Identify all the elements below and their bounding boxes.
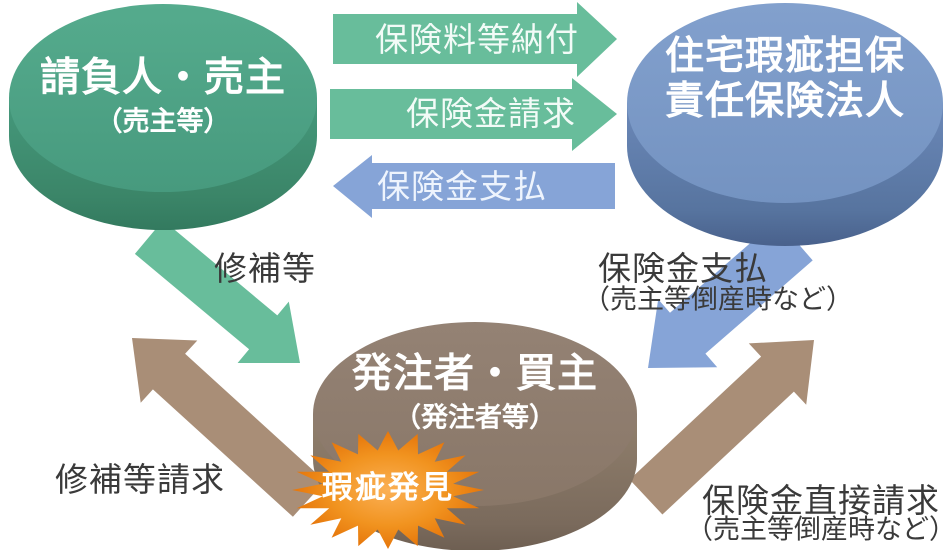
payment-bankruptcy-label: 保険金支払: [598, 249, 768, 289]
direct-claim-arrow: [629, 340, 814, 515]
contractor-label: 請負人・売主: [40, 54, 286, 101]
contractor-node: [9, 4, 317, 230]
defect-burst-label: 瑕疵発見: [322, 470, 454, 507]
payment-arrow: [333, 155, 615, 218]
repair-request-arrow: [132, 338, 326, 517]
payment-bankruptcy-sublabel: （売主等倒産時など）: [583, 284, 853, 316]
insurer-label-group: 住宅瑕疵担保 責任保険法人: [664, 34, 906, 125]
repair-arrow-label: 修補等: [214, 249, 316, 289]
direct-claim-label: 保険金直接請求: [702, 481, 940, 521]
premium-arrow: [333, 2, 617, 77]
insurer-label-line1: 住宅瑕疵担保: [664, 34, 906, 80]
repair-request-label: 修補等請求: [55, 460, 225, 500]
buyer-label-group: 発注者・買主 （発注者等）: [352, 350, 598, 433]
contractor-label-group: 請負人・売主 （売主等）: [40, 54, 286, 137]
payment-arrow-label: 保険金支払: [377, 167, 547, 207]
claim-arrow-label: 保険金請求: [406, 94, 576, 134]
payment-bankruptcy-arrow: [648, 219, 813, 368]
insurer-label-line2: 責任保険法人: [664, 79, 906, 124]
premium-arrow-label: 保険料等納付: [375, 20, 579, 60]
defect-burst: [292, 431, 484, 549]
buyer-label: 発注者・買主: [352, 350, 598, 397]
direct-claim-sublabel: （売主等倒産時など）: [686, 514, 946, 546]
claim-arrow: [330, 78, 617, 151]
buyer-sublabel: （発注者等）: [394, 402, 556, 434]
insurer-node: [627, 3, 943, 246]
contractor-sublabel: （売主等）: [95, 106, 231, 138]
repair-arrow: [134, 220, 300, 363]
